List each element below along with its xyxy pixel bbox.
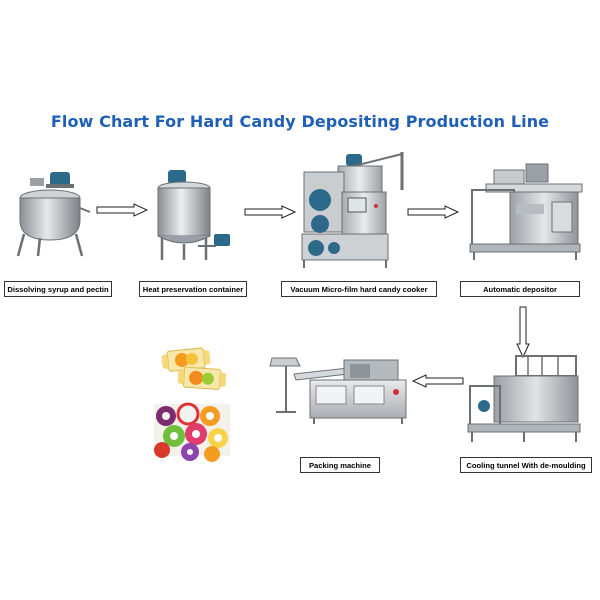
- step-label-cooling-tunnel: Cooling tunnel With de-moulding: [460, 457, 592, 473]
- arrow-right-1: [96, 203, 149, 217]
- candy-pile-icon: [154, 402, 230, 462]
- step-label-dissolving: Dissolving syrup and pectin: [4, 281, 112, 297]
- step-label-heat-preservation: Heat preservation container: [139, 281, 247, 297]
- packing-machine-icon: [269, 357, 407, 424]
- arrow-right-2: [244, 205, 297, 219]
- step-label-vacuum-cooker: Vacuum Micro-film hard candy cooker: [281, 281, 437, 297]
- arrow-left-1: [411, 374, 464, 388]
- arrow-right-3: [407, 205, 460, 219]
- flow-chart-title: Flow Chart For Hard Candy Depositing Pro…: [50, 112, 550, 131]
- storage-tank-icon: [157, 170, 230, 260]
- cooling-tunnel-icon: [467, 355, 581, 442]
- jacketed-kettle-icon: [16, 172, 91, 257]
- depositor-icon: [469, 163, 583, 260]
- vacuum-cooker-icon: [301, 152, 404, 268]
- step-label-depositor: Automatic depositor: [460, 281, 580, 297]
- wrapped-candies-icon: [161, 347, 227, 390]
- step-label-packing: Packing machine: [300, 457, 380, 473]
- arrow-down-1: [516, 306, 530, 359]
